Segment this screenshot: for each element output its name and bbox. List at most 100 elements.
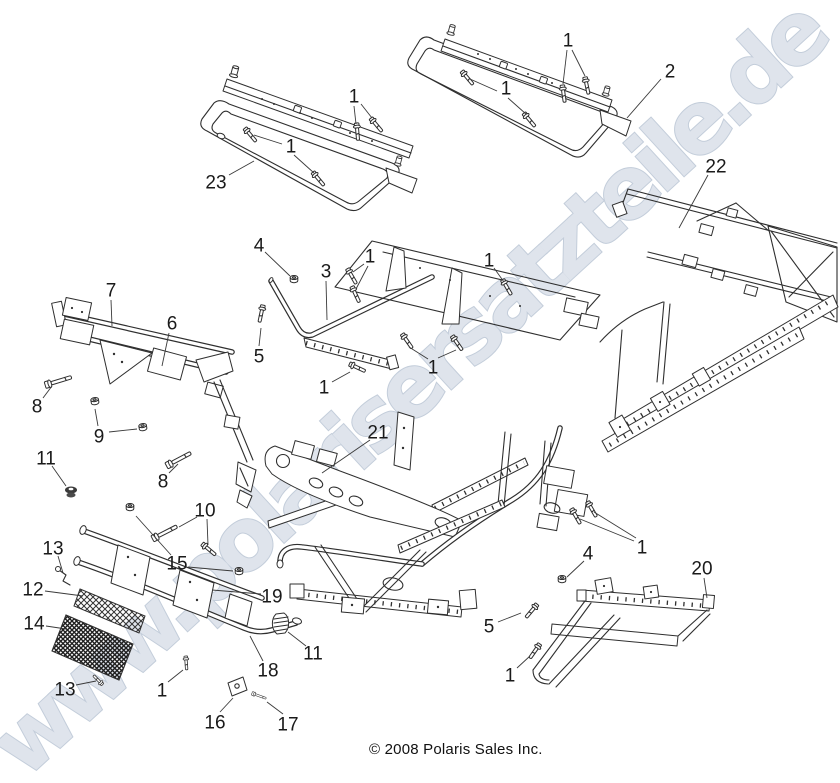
leader-line — [206, 518, 209, 546]
front-rack-frame — [51, 296, 257, 509]
callout-label-13: 13 — [42, 539, 63, 560]
leader-line — [593, 511, 637, 539]
callout-label-11: 11 — [36, 449, 56, 470]
nut-icon — [234, 566, 244, 576]
panel-post-icon — [228, 64, 241, 79]
rear-support-frame — [532, 577, 716, 688]
main-frame — [264, 411, 589, 618]
leader-line — [678, 174, 709, 229]
leader-line — [408, 346, 429, 360]
leader-line — [228, 160, 255, 176]
leader-line — [108, 428, 138, 433]
leader-line — [325, 280, 328, 321]
leader-line — [626, 78, 662, 119]
leader-line — [51, 465, 67, 487]
nut-icon — [89, 396, 100, 406]
leader-line — [562, 49, 568, 85]
callout-label-3: 3 — [321, 262, 332, 283]
copyright-text: © 2008 Polaris Sales Inc. — [369, 741, 543, 758]
callout-label-4: 4 — [254, 236, 265, 257]
callout-label-2: 2 — [665, 62, 676, 83]
callout-label-1: 1 — [365, 247, 376, 268]
leader-line — [258, 327, 262, 347]
bolt-icon — [255, 303, 268, 324]
leader-line — [293, 154, 315, 174]
screw-icon — [250, 690, 268, 701]
callout-label-1: 1 — [501, 79, 512, 100]
callout-label-8: 8 — [158, 472, 169, 493]
callout-label-21: 21 — [367, 423, 388, 444]
long-bolt-icon — [164, 449, 194, 470]
leader-line — [94, 408, 99, 427]
callout-label-1: 1 — [286, 137, 297, 158]
leader-line — [579, 518, 635, 542]
callout-label-9: 9 — [94, 427, 105, 448]
artwork-layer — [43, 23, 839, 701]
leader-line — [249, 635, 264, 662]
callout-label-1: 1 — [484, 251, 495, 272]
callout-label-8: 8 — [32, 397, 43, 418]
leader-line — [352, 263, 365, 273]
leader-line — [469, 78, 498, 92]
bolt-icon — [526, 641, 544, 661]
leader-line — [219, 697, 234, 713]
leader-line — [497, 612, 522, 623]
support-rail-assembly — [268, 240, 601, 371]
leader-line — [253, 134, 283, 145]
cargo-panel-left — [200, 64, 418, 212]
callout-label-12: 12 — [22, 580, 43, 601]
leader-line — [211, 589, 262, 595]
callout-label-5: 5 — [484, 617, 495, 638]
bolt-icon — [458, 68, 477, 88]
leader-line — [507, 97, 527, 115]
leader-line — [187, 566, 234, 572]
callout-label-13: 13 — [54, 680, 75, 701]
callout-label-22: 22 — [705, 157, 726, 178]
leader-line — [703, 577, 708, 599]
bolt-icon — [583, 499, 600, 519]
callout-label-1: 1 — [157, 681, 168, 702]
long-bolt-icon — [43, 372, 74, 390]
rear-frame-section — [599, 188, 839, 453]
callout-label-15: 15 — [166, 554, 187, 575]
front-bumper — [73, 525, 303, 635]
callout-label-1: 1 — [319, 378, 330, 399]
callout-label-1: 1 — [349, 87, 360, 108]
leader-line — [75, 680, 97, 686]
leader-line — [135, 515, 172, 556]
callout-label-1: 1 — [563, 31, 574, 52]
callout-label-16: 16 — [204, 713, 225, 734]
callout-label-6: 6 — [167, 314, 178, 335]
panel-post-icon — [446, 23, 458, 37]
callout-label-11: 11 — [303, 644, 323, 665]
leader-line — [264, 251, 291, 277]
bolt-icon — [522, 601, 541, 621]
small-parts — [55, 486, 290, 697]
panel-post-icon — [601, 84, 612, 98]
leader-line — [266, 701, 284, 715]
leader-line — [571, 49, 586, 77]
leader-line — [331, 371, 351, 383]
leader-line — [437, 349, 457, 359]
callout-label-19: 19 — [261, 587, 282, 608]
leader-line — [161, 332, 170, 367]
leader-line — [355, 265, 369, 290]
nut-icon — [557, 574, 567, 584]
cargo-panel-right — [407, 23, 632, 158]
nut-icon — [137, 422, 148, 432]
bolt-icon — [343, 266, 360, 286]
leader-line — [516, 655, 531, 669]
callout-label-4: 4 — [583, 544, 594, 565]
callout-label-1: 1 — [505, 666, 516, 687]
callout-label-1: 1 — [428, 358, 439, 379]
leader-line — [178, 516, 198, 528]
leader-line — [110, 299, 113, 327]
leader-line — [44, 590, 84, 597]
nut-icon — [289, 274, 299, 284]
bolt-icon — [348, 284, 363, 305]
callout-label-20: 20 — [691, 559, 712, 580]
grille-mesh-panel — [51, 614, 134, 681]
